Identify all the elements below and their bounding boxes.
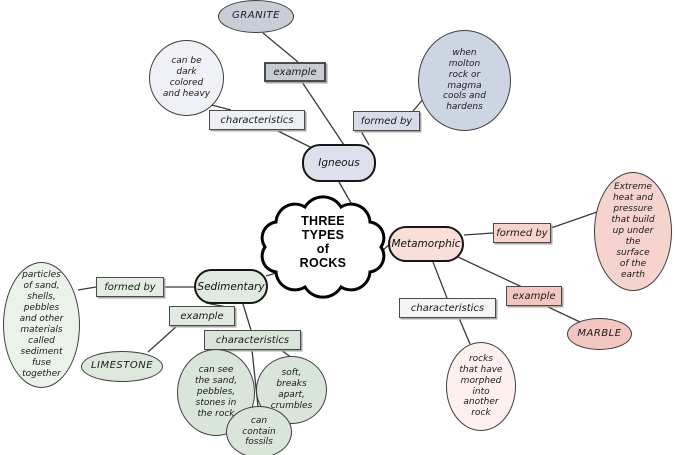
igneous-node[interactable]: Igneous bbox=[302, 144, 376, 182]
metamorphic-label: Metamorphic bbox=[391, 238, 461, 250]
sedimentary-node[interactable]: Sedimentary bbox=[194, 269, 268, 304]
metamorphic-node[interactable]: Metamorphic bbox=[388, 226, 464, 262]
limestone-label: LIMESTONE bbox=[90, 360, 154, 372]
igneous-label: Igneous bbox=[318, 157, 360, 169]
sedimentary-formed-by-relation[interactable]: formed by bbox=[96, 277, 164, 297]
sedimentary-example-relation[interactable]: example bbox=[169, 306, 235, 326]
igneous-example-relation[interactable]: example bbox=[264, 62, 326, 82]
metamorphic-formed-by-ellipse[interactable]: Extreme heat and pressure that build up … bbox=[594, 172, 672, 291]
metamorphic-characteristics-relation[interactable]: characteristics bbox=[399, 298, 496, 318]
sedimentary-formed-by-ellipse[interactable]: particles of sand, shells, pebbles and o… bbox=[3, 262, 80, 388]
granite-label: GRANITE bbox=[232, 10, 280, 22]
central-topic[interactable]: THREE TYPES of ROCKS bbox=[299, 214, 347, 270]
igneous-formed-by-ellipse[interactable]: when molton rock or magma cools and hard… bbox=[418, 30, 511, 131]
marble-label: MARBLE bbox=[577, 327, 622, 339]
sedimentary-label: Sedimentary bbox=[197, 280, 265, 293]
metamorphic-characteristic-ellipse[interactable]: rocks that have morphed into another roc… bbox=[446, 342, 516, 431]
granite-ellipse[interactable]: GRANITE bbox=[218, 0, 294, 33]
metamorphic-example-relation[interactable]: example bbox=[506, 286, 562, 306]
igneous-characteristic-ellipse[interactable]: can be dark colored and heavy bbox=[149, 40, 224, 116]
sedimentary-characteristic-ellipse-fossils[interactable]: can contain fossils bbox=[226, 406, 292, 455]
metamorphic-formed-by-relation[interactable]: formed by bbox=[493, 223, 551, 243]
sedimentary-characteristics-relation[interactable]: characteristics bbox=[204, 330, 301, 350]
igneous-formed-by-relation[interactable]: formed by bbox=[353, 111, 420, 131]
igneous-characteristics-relation[interactable]: characteristics bbox=[209, 110, 305, 130]
central-cloud-shape[interactable] bbox=[260, 195, 386, 299]
marble-ellipse[interactable]: MARBLE bbox=[567, 318, 632, 350]
limestone-ellipse[interactable]: LIMESTONE bbox=[81, 351, 163, 382]
